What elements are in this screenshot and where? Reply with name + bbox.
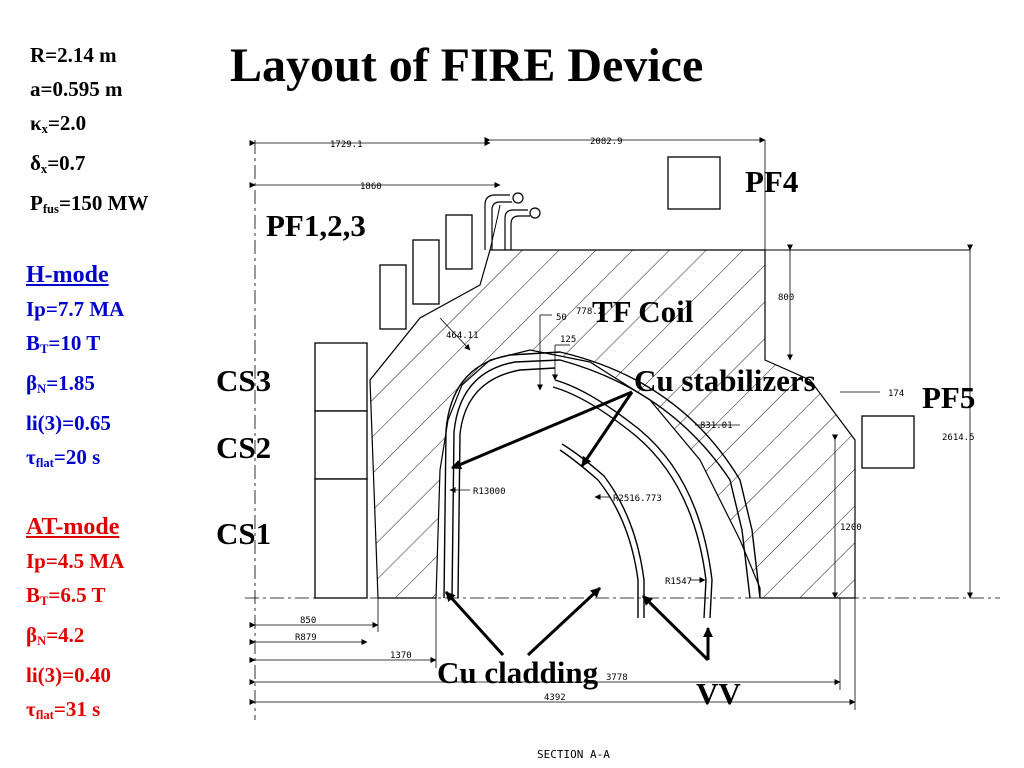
- h-mode-bt: BT=10 T: [26, 331, 101, 356]
- label-cs3: CS3: [216, 363, 272, 398]
- at-mode-block: AT-mode Ip=4.5 MA BT=6.5 T βN=4.2 li(3)=…: [26, 510, 124, 732]
- pf1-coil: [379, 264, 407, 330]
- dim-831: 831.01: [700, 421, 733, 431]
- label-cu-stabilizers: Cu stabilizers: [634, 363, 816, 398]
- dim-50: 50: [556, 313, 567, 323]
- label-tf-coil: TF Coil: [592, 294, 694, 329]
- dim-1860: 1860: [360, 182, 382, 192]
- device-parameters: R=2.14 m a=0.595 m κx=2.0 δx=0.7 Pfus=15…: [30, 38, 148, 226]
- label-pf123: PF1,2,3: [266, 208, 366, 243]
- label-vv: VV: [696, 676, 741, 711]
- dim-850: 850: [300, 616, 316, 626]
- dim-2614: 2614.5: [942, 433, 975, 443]
- dim-800: 800: [778, 293, 794, 303]
- h-mode-li: li(3)=0.65: [26, 411, 111, 435]
- param-minor-radius: a=0.595 m: [30, 77, 123, 101]
- pf4-coil: [667, 156, 721, 210]
- h-mode-block: H-mode Ip=7.7 MA BT=10 T βN=1.85 li(3)=0…: [26, 258, 124, 480]
- dim-174: 174: [888, 389, 904, 399]
- at-mode-ip: Ip=4.5 MA: [26, 549, 125, 573]
- dim-r879: R879: [295, 633, 317, 643]
- param-fusion-power: Pfus=150 MW: [30, 191, 149, 216]
- h-mode-ip: Ip=7.7 MA: [26, 297, 125, 321]
- section-caption: SECTION A-A: [537, 748, 610, 761]
- dim-1370: 1370: [390, 651, 412, 661]
- dim-464: 464.11: [446, 331, 479, 341]
- label-cu-cladding: Cu cladding: [437, 655, 599, 690]
- port-pipes: [484, 192, 541, 250]
- dim-1200: 1200: [840, 523, 862, 533]
- pf5-coil: [861, 415, 915, 469]
- h-mode-betan: βN=1.85: [26, 371, 95, 396]
- dim-r2516: R2516.773: [613, 494, 662, 504]
- pf3-coil: [445, 214, 473, 270]
- dim-3778: 3778: [606, 673, 628, 683]
- at-mode-li: li(3)=0.40: [26, 663, 111, 687]
- at-mode-tau: τflat=31 s: [26, 697, 101, 722]
- h-mode-tau: τflat=20 s: [26, 445, 101, 470]
- dim-1729: 1729.1: [330, 140, 363, 150]
- param-elongation: κx=2.0: [30, 111, 87, 136]
- label-cs1: CS1: [216, 516, 272, 551]
- param-triangularity: δx=0.7: [30, 151, 86, 176]
- dim-125: 125: [560, 335, 576, 345]
- label-pf4: PF4: [745, 164, 799, 199]
- dim-r13000: R13000: [473, 487, 506, 497]
- dimension-lines: [249, 137, 973, 710]
- param-major-radius: R=2.14 m: [30, 43, 117, 67]
- dim-4392: 4392: [544, 693, 566, 703]
- dim-2082: 2082.9: [590, 137, 623, 147]
- callout-arrows: [444, 390, 713, 662]
- label-pf5: PF5: [922, 380, 976, 415]
- page-title: Layout of FIRE Device: [230, 39, 704, 92]
- vacuum-vessel: [443, 351, 761, 619]
- cs3-coil: [314, 342, 368, 412]
- central-solenoid-stack: [314, 342, 368, 599]
- label-cs2: CS2: [216, 430, 272, 465]
- at-mode-bt: BT=6.5 T: [26, 583, 106, 608]
- tf-coil-body: [369, 249, 856, 599]
- at-mode-title: AT-mode: [26, 514, 120, 540]
- at-mode-betan: βN=4.2: [26, 623, 85, 648]
- dim-r1547: R1547: [665, 577, 692, 587]
- h-mode-title: H-mode: [26, 262, 109, 288]
- cs2-coil: [314, 410, 368, 480]
- pf2-coil: [412, 239, 440, 305]
- dim-778: 778.2: [576, 307, 603, 317]
- cs1-coil: [314, 478, 368, 599]
